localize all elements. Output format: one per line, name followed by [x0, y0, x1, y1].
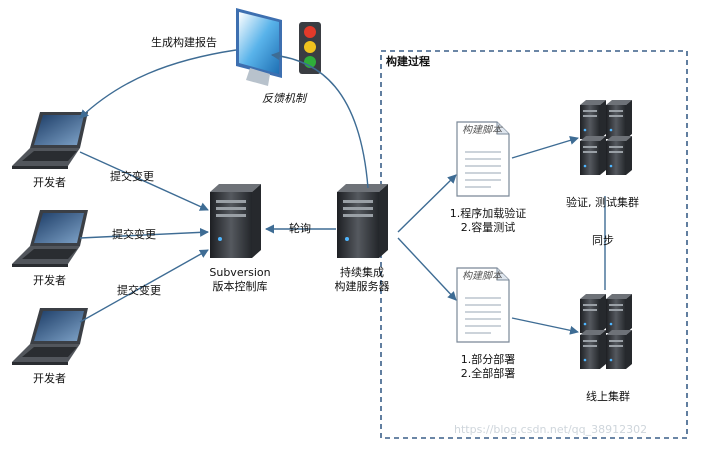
submit-change-label: 提交变更 — [117, 284, 161, 297]
script-2-step-1: 1.部分部署 — [460, 353, 516, 366]
developer-laptop-icon — [12, 308, 88, 365]
build-script-label: 构建脚本 — [462, 271, 502, 282]
developer-laptop-icon — [12, 210, 88, 267]
developer-laptop-icon — [12, 112, 88, 169]
monitor-icon — [236, 8, 282, 86]
prod-cluster-icon — [580, 294, 632, 369]
submit-change-label: 提交变更 — [112, 228, 156, 241]
report-arrow — [79, 49, 237, 119]
feedback-label: 反馈机制 — [262, 92, 306, 105]
ci-server-label: 持续集成 构建服务器 — [322, 266, 402, 294]
to-script-1-arrow — [397, 174, 457, 233]
test-cluster-icon — [580, 100, 632, 175]
feedback-arrow — [271, 51, 369, 189]
submit-arrow-2 — [79, 227, 209, 239]
script-1-step-2: 2.容量测试 — [460, 221, 516, 234]
submit-change-label: 提交变更 — [110, 170, 154, 183]
ci-server-icon — [337, 184, 388, 258]
arrows — [79, 49, 606, 335]
subversion-caption: 版本控制库 — [212, 280, 268, 293]
subversion-name: Subversion — [209, 266, 271, 279]
script-1-steps: 1.程序加载验证 2.容量测试 — [433, 207, 543, 235]
script-2-steps: 1.部分部署 2.全部部署 — [433, 353, 543, 381]
sync-label: 同步 — [592, 234, 614, 247]
developer-label: 开发者 — [33, 372, 66, 385]
submit-arrow-3 — [79, 249, 209, 323]
developer-label: 开发者 — [33, 274, 66, 287]
to-script-2-arrow — [397, 237, 457, 301]
traffic-light-icon — [299, 22, 321, 74]
build-script-label: 构建脚本 — [462, 125, 502, 136]
script-1-step-1: 1.程序加载验证 — [449, 207, 527, 220]
ci-caption: 构建服务器 — [334, 280, 390, 293]
build-process-title: 构建过程 — [386, 55, 430, 68]
developer-label: 开发者 — [33, 176, 66, 189]
poll-label: 轮询 — [289, 222, 311, 235]
script-2-step-2: 2.全部部署 — [460, 367, 516, 380]
subversion-label: Subversion 版本控制库 — [200, 266, 280, 294]
watermark: https://blog.csdn.net/qq_38912302 — [454, 423, 648, 436]
to-test-cluster-arrow — [511, 136, 579, 159]
generate-report-label: 生成构建报告 — [151, 36, 217, 49]
ci-name: 持续集成 — [340, 266, 384, 279]
submit-arrow-1 — [79, 151, 209, 211]
prod-cluster-label: 线上集群 — [586, 390, 630, 403]
test-cluster-label: 验证, 测试集群 — [566, 196, 639, 209]
to-prod-cluster-arrow — [511, 317, 579, 335]
subversion-server-icon — [210, 184, 261, 258]
